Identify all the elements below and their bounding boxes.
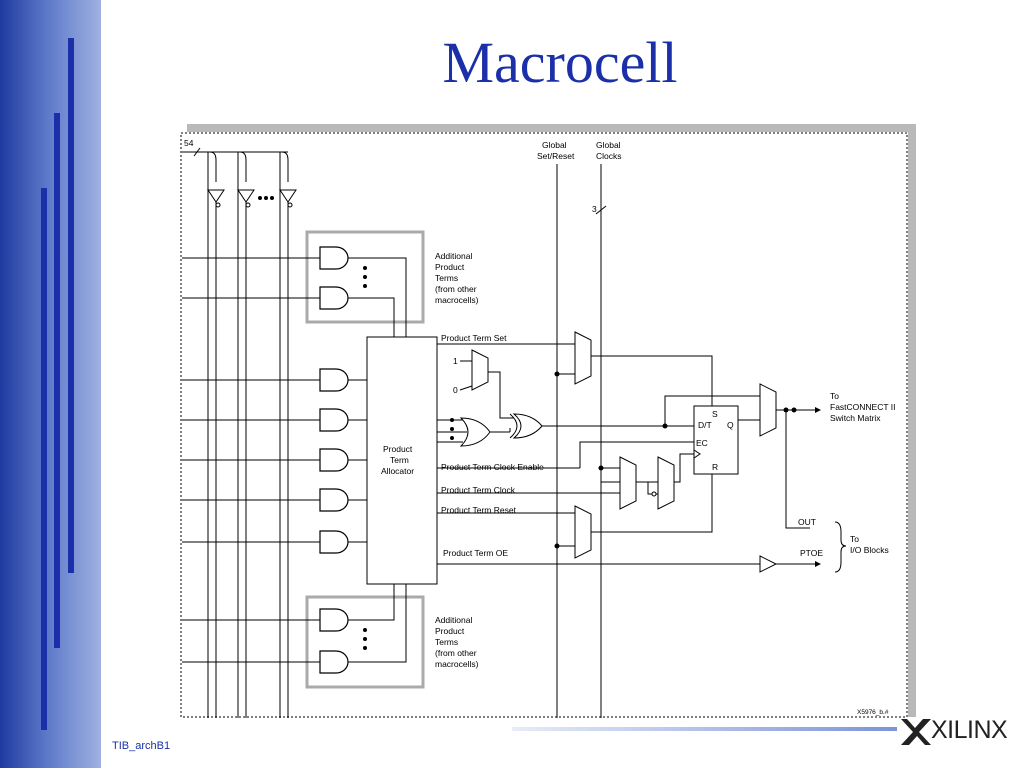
and-gate-4 [319,408,349,432]
product-term-lines [437,343,760,565]
and-gate-3 [319,368,349,392]
allocator-label-2: Term [390,455,409,465]
and-gate-8 [319,608,349,632]
flip-flop [693,405,739,475]
additional-top-4: (from other [435,284,477,294]
sidebar-decoration [0,0,101,768]
reset-mux [574,505,592,559]
and-gate-5 [319,448,349,472]
additional-top-1: Additional [435,251,472,261]
footer-label: TIB_archB1 [112,740,171,752]
product-term-clock-label: Product Term Clock [441,485,516,495]
additional-top-2: Product [435,262,465,272]
input-bus [182,147,289,718]
slide-title: Macrocell [442,30,678,95]
or-gate [459,417,491,447]
output-mux [759,383,777,437]
additional-top-3: Terms [435,273,458,283]
buffer-2 [237,189,255,203]
clock-mux-1 [619,456,637,510]
sidebar-bar-2 [54,113,60,648]
out-label: OUT [798,517,816,527]
and-gate-2 [319,286,349,310]
additional-top-5: macrocells) [435,295,479,305]
xilinx-logo-icon [901,719,931,745]
buffer-1 [207,189,225,203]
additional-bottom-1: Additional [435,615,472,625]
additional-bottom-3: Terms [435,637,458,647]
sidebar-bar-1 [68,38,74,573]
and-gate-ellipsis [363,266,367,650]
product-term-set-label: Product Term Set [441,333,507,343]
mux-input-1-label: 1 [453,356,458,366]
figure-code: X5976_b.# [857,709,889,716]
additional-bottom-4: (from other [435,648,477,658]
to-io-blocks-1: To [850,534,859,544]
sidebar-bar-3 [41,188,47,730]
xor-gate [512,413,543,439]
ptoe-label: PTOE [800,548,823,558]
clock-bus-width-label: 3 [592,204,597,214]
global-clocks-label-2: Clocks [596,151,622,161]
mux-input-0-label: 0 [453,385,458,395]
gate-outputs [348,257,407,663]
additional-terms-box-top [305,230,425,324]
product-term-allocator [366,336,438,585]
additional-bottom-2: Product [435,626,465,636]
and-gate-1 [319,246,349,270]
product-term-reset-label: Product Term Reset [441,505,517,515]
set-mux [574,331,592,385]
bus-width-label: 54 [184,138,194,148]
buffer-ellipsis [258,196,274,200]
and-gates [319,246,349,674]
allocator-label-1: Product [383,444,413,454]
ff-ec-label: EC [696,438,708,448]
global-set-reset-label-1: Global [542,140,567,150]
and-gate-inputs [182,257,320,663]
to-io-blocks-2: I/O Blocks [850,545,889,555]
additional-bottom-5: macrocells) [435,659,479,669]
global-clocks-label-1: Global [596,140,621,150]
ff-r-label: R [712,462,718,472]
ff-dt-label: D/T [698,420,712,430]
polarity-mux [471,349,489,391]
to-fastconnect-2: FastCONNECT II [830,402,896,412]
ff-s-label: S [712,409,718,419]
global-set-reset-label-2: Set/Reset [537,151,575,161]
and-gate-9 [319,650,349,674]
product-term-oe-label: Product Term OE [443,548,508,558]
diagram-border [180,132,908,718]
allocator-label-3: Allocator [381,466,414,476]
macrocell-diagram: 54 [180,132,908,718]
ff-q-label: Q [727,420,734,430]
or-xor-gates [437,413,665,447]
logo-text: XILINX [931,716,1008,744]
global-lines [556,164,607,718]
product-term-clock-enable-label: Product Term Clock Enable [441,462,544,472]
and-gate-6 [319,488,349,512]
to-fastconnect-3: Switch Matrix [830,413,881,423]
additional-terms-box-bottom [305,595,425,689]
footer-rule [512,727,897,731]
to-fastconnect-1: To [830,391,839,401]
buffer-3 [279,189,297,203]
input-buffers [207,189,297,208]
and-gate-7 [319,530,349,554]
oe-buffer [759,555,778,573]
clock-mux-2 [657,456,675,510]
